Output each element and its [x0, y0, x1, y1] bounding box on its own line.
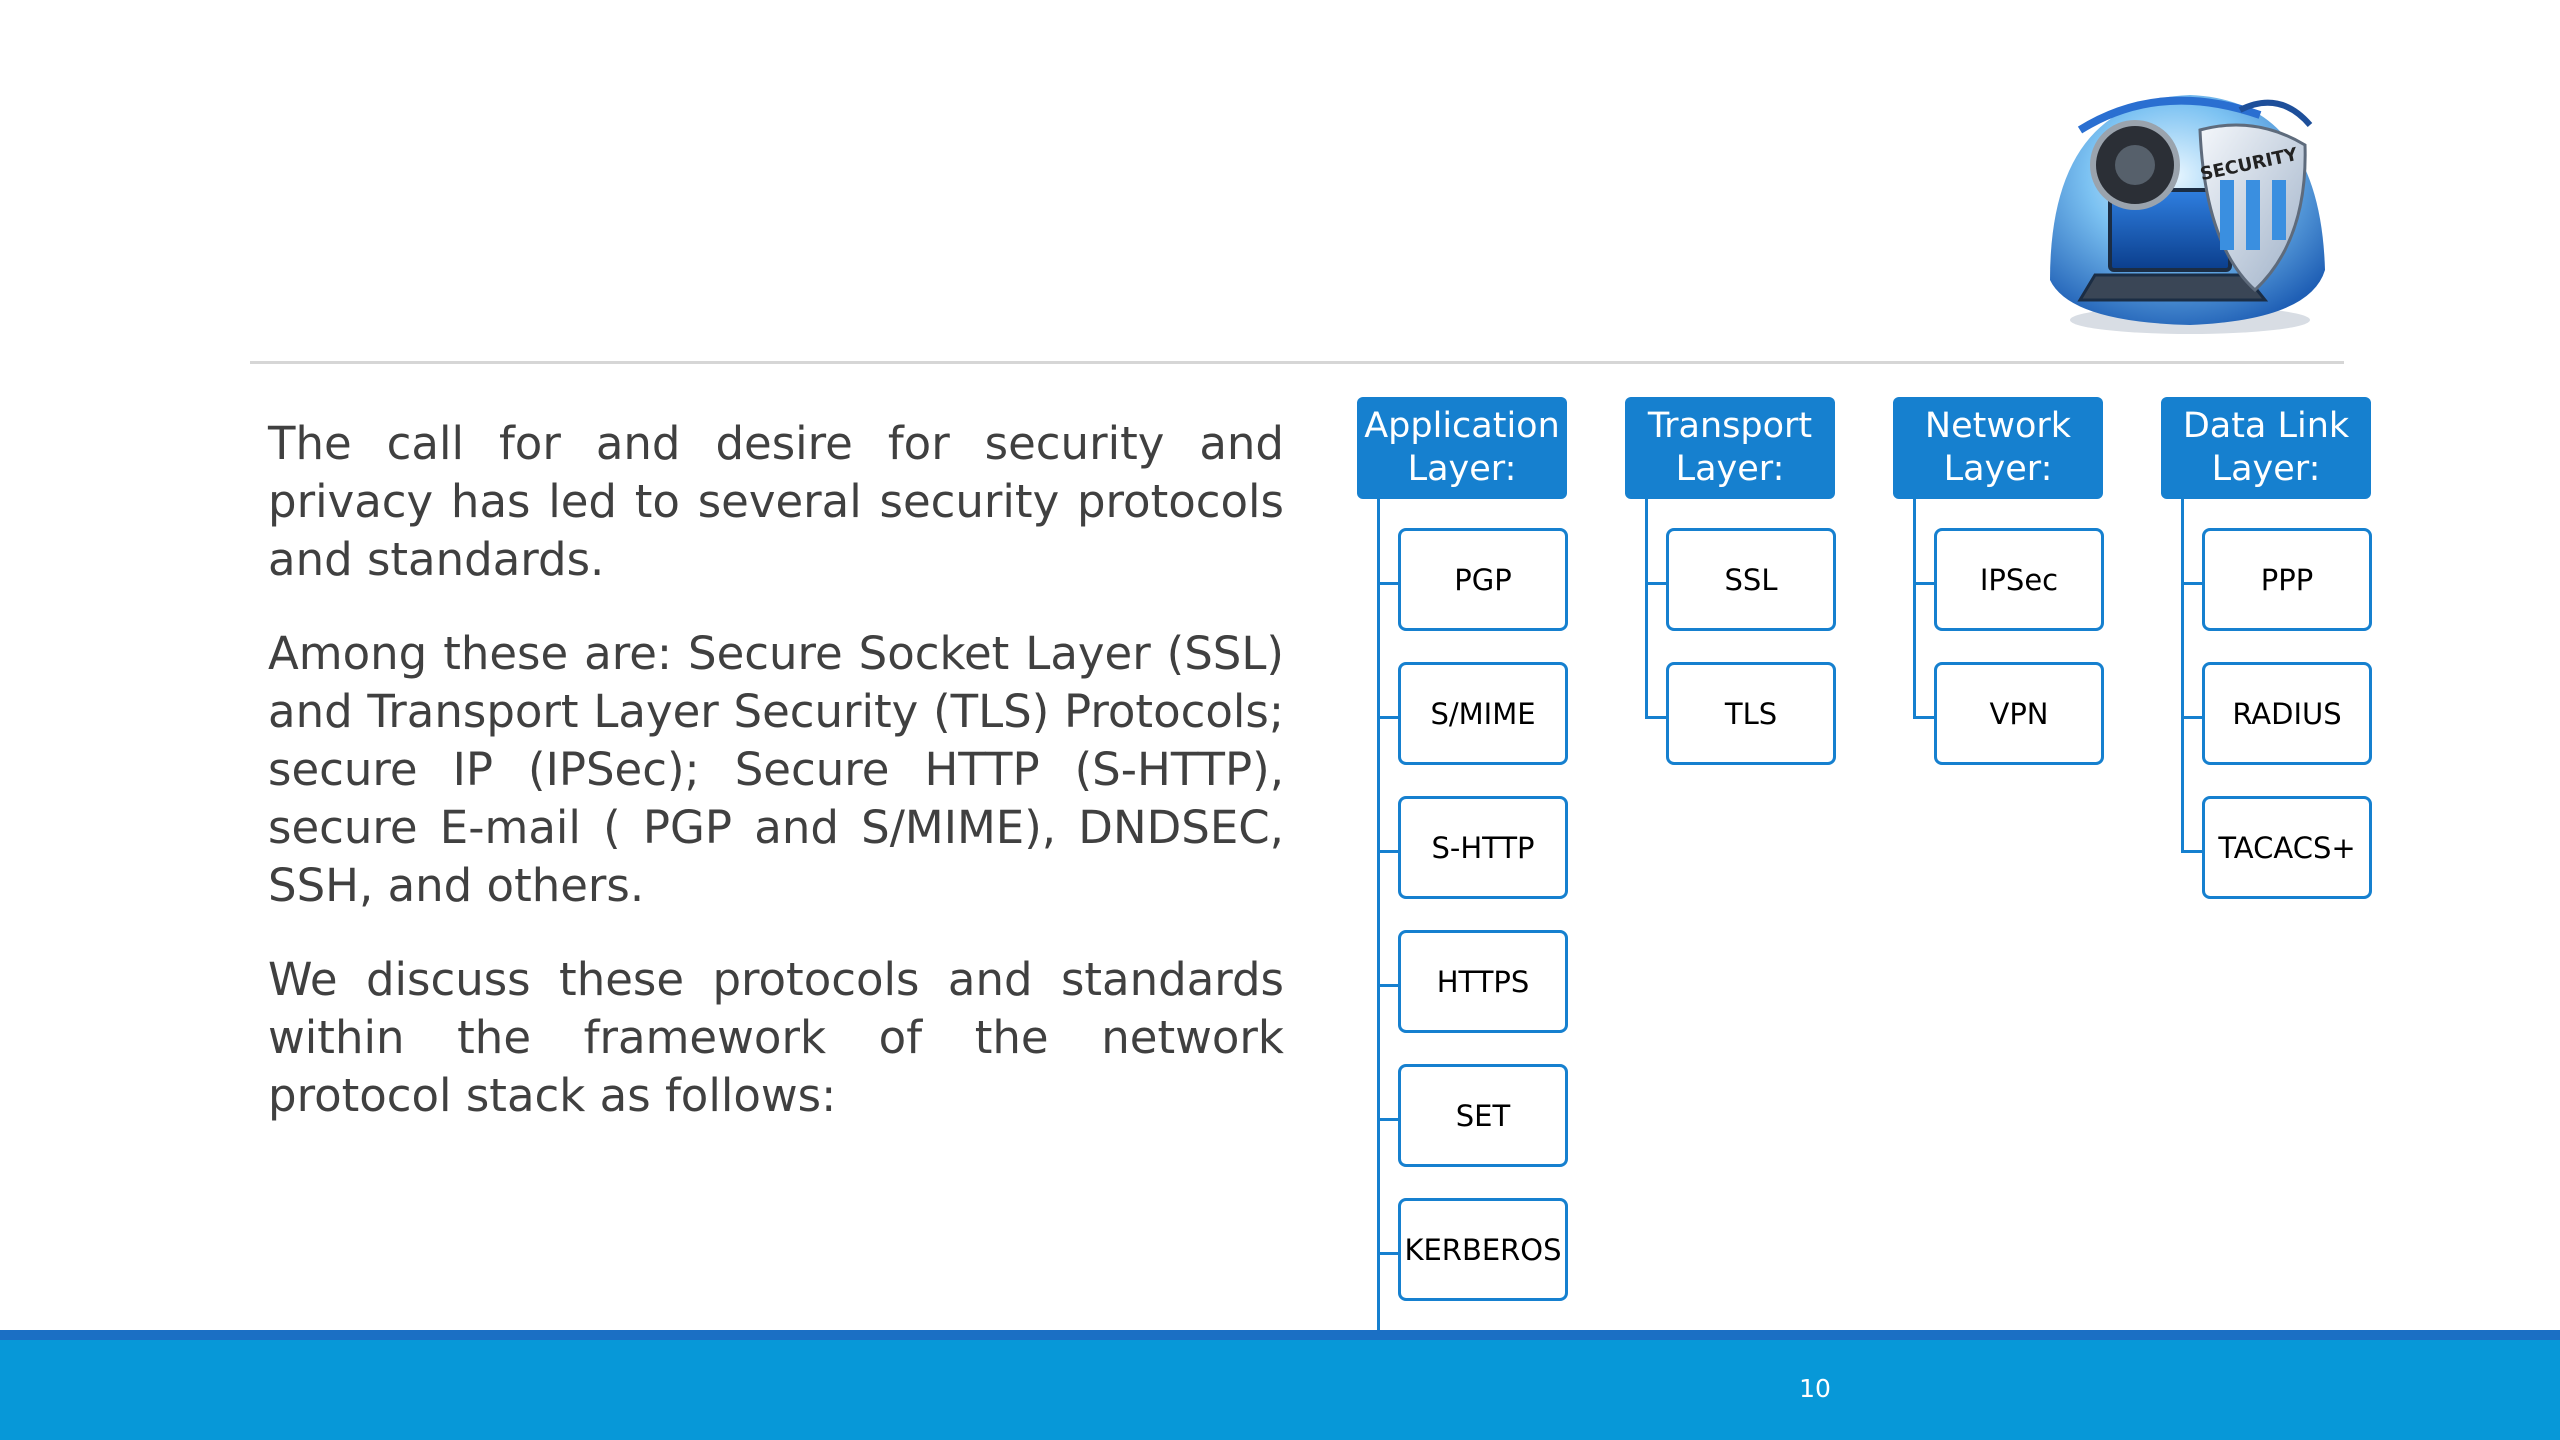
layer-title-line1: Application [1364, 406, 1560, 446]
layer-title-line2: Layer: [2211, 449, 2321, 489]
layer-title-line2: Layer: [1407, 449, 1517, 489]
footer-bar [0, 1340, 2560, 1440]
protocol-box-ipsec: IPSec [1934, 528, 2104, 631]
title-divider [250, 361, 2344, 364]
layer-header-network: Network Layer: [1893, 397, 2103, 499]
protocol-box-tacacs: TACACS+ [2202, 796, 2372, 899]
layer-title-line1: Transport [1647, 406, 1813, 446]
protocol-box-vpn: VPN [1934, 662, 2104, 765]
security-logo-icon: SECURITY [2050, 95, 2325, 334]
connector-line [1913, 499, 1916, 716]
layer-title-line2: Layer: [1943, 449, 2053, 489]
paragraph-intro: The call for and desire for security and… [268, 417, 1284, 586]
paragraph-protocols: Among these are: Secure Socket Layer (SS… [268, 627, 1284, 912]
paragraph-framework: We discuss these protocols and standards… [268, 953, 1284, 1122]
protocol-box-kerberos: KERBEROS [1398, 1198, 1568, 1301]
footer-stripe [0, 1330, 2560, 1340]
connector-line [1377, 499, 1380, 1352]
connector-line [1645, 499, 1648, 716]
connector-line [2181, 499, 2184, 850]
protocol-box-set: SET [1398, 1064, 1568, 1167]
layer-header-application: Application Layer: [1357, 397, 1567, 499]
layer-header-transport: Transport Layer: [1625, 397, 1835, 499]
protocol-box-ppp: PPP [2202, 528, 2372, 631]
protocol-box-pgp: PGP [1398, 528, 1568, 631]
protocol-box-https: HTTPS [1398, 930, 1568, 1033]
layer-title-line1: Data Link [2182, 406, 2350, 446]
page-number: 10 [1799, 1374, 1831, 1403]
protocol-box-shttp: S-HTTP [1398, 796, 1568, 899]
layer-title-line1: Network [1924, 406, 2072, 446]
protocol-box-tls: TLS [1666, 662, 1836, 765]
protocol-box-ssl: SSL [1666, 528, 1836, 631]
body-text: The call for and desire for security and… [268, 415, 1284, 1161]
layer-header-data-link: Data Link Layer: [2161, 397, 2371, 499]
layer-title-line2: Layer: [1675, 449, 1785, 489]
protocol-box-smime: S/MIME [1398, 662, 1568, 765]
protocol-box-radius: RADIUS [2202, 662, 2372, 765]
